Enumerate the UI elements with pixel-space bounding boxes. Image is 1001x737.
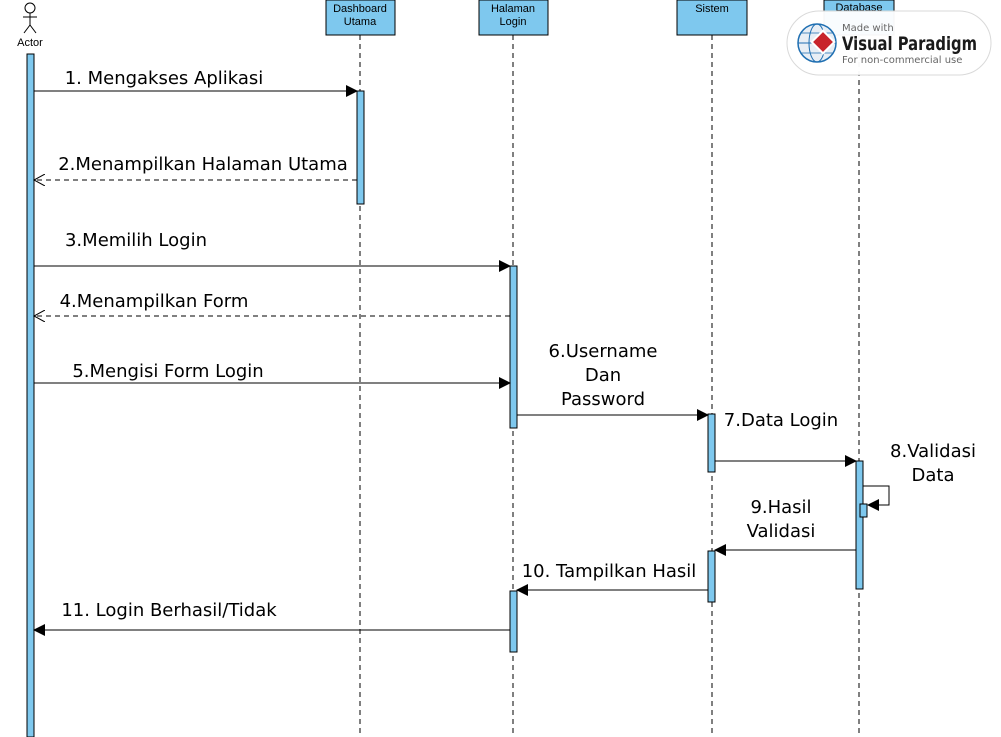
message-5-label: 5.Mengisi Form Login: [72, 361, 263, 382]
watermark-note: For non-commercial use: [842, 55, 962, 66]
activation-sistem-1: [707, 413, 716, 473]
activation-sistem-2: [707, 550, 716, 603]
watermark-made-with: Made with: [842, 23, 894, 34]
activation-database: [855, 460, 864, 590]
lifeline-dashboard-label-2: Utama: [344, 16, 377, 28]
message-6-label-2: Dan: [585, 365, 621, 386]
activation-dashboard: [356, 90, 365, 205]
message-10-label: 10. Tampilkan Hasil: [522, 561, 697, 582]
message-7-label: 7.Data Login: [724, 410, 838, 431]
message-9-label-1: 9.Hasil: [750, 497, 811, 518]
message-10: 10. Tampilkan Hasil: [516, 561, 708, 596]
message-7: 7.Data Login: [715, 410, 857, 467]
actor-label: Actor: [17, 37, 43, 49]
lifeline-login-box: [478, 0, 549, 36]
visual-paradigm-watermark: Made with Visual Paradigm For non-commer…: [786, 10, 992, 76]
lifeline-dashboard-label-1: Dashboard: [333, 3, 387, 15]
activation-login-2: [509, 590, 518, 653]
lifeline-dashboard: Dashboard Utama: [325, 0, 396, 737]
lifeline-sistem: Sistem: [676, 0, 748, 737]
message-9: 9.Hasil Validasi: [714, 497, 856, 556]
lifeline-sistem-box: [676, 0, 748, 36]
actor-icon: [23, 2, 37, 34]
actor-activation: [26, 53, 35, 737]
message-6-label-1: 6.Username: [549, 341, 658, 362]
message-2: 2.Menampilkan Halaman Utama: [34, 154, 357, 180]
message-6: 6.Username Dan Password: [517, 341, 709, 421]
message-8-label-1: 8.Validasi: [890, 441, 976, 462]
lifeline-login-label-2: Login: [500, 16, 527, 28]
message-11-label: 11. Login Berhasil/Tidak: [61, 600, 277, 621]
message-3: 3.Memilih Login: [34, 230, 511, 272]
message-3-label: 3.Memilih Login: [65, 230, 207, 251]
lifeline-login-label-1: Halaman: [491, 3, 535, 15]
message-8-arrow: [863, 485, 890, 511]
message-2-label: 2.Menampilkan Halaman Utama: [58, 154, 348, 175]
message-4: 4.Menampilkan Form: [34, 291, 510, 316]
activation-login-1: [509, 265, 518, 429]
message-1-label: 1. Mengakses Aplikasi: [65, 68, 264, 89]
message-8: 8.Validasi Data: [863, 441, 976, 511]
watermark-brand: Visual Paradigm: [842, 33, 977, 55]
message-5: 5.Mengisi Form Login: [34, 361, 511, 389]
actor: Actor: [17, 2, 43, 49]
message-4-label: 4.Menampilkan Form: [60, 291, 249, 312]
watermark-badge: [786, 10, 992, 76]
globe-icon: [797, 23, 837, 63]
message-8-label-2: Data: [912, 465, 955, 486]
message-9-label-2: Validasi: [747, 521, 816, 542]
lifeline-sistem-label-1: Sistem: [695, 3, 729, 15]
message-11: 11. Login Berhasil/Tidak: [33, 600, 510, 636]
lifeline-database: Database: [823, 0, 895, 737]
activation-database-self: [859, 503, 868, 518]
message-6-label-3: Password: [561, 389, 645, 410]
message-1: 1. Mengakses Aplikasi: [34, 68, 358, 97]
lifeline-dashboard-box: [325, 0, 396, 36]
